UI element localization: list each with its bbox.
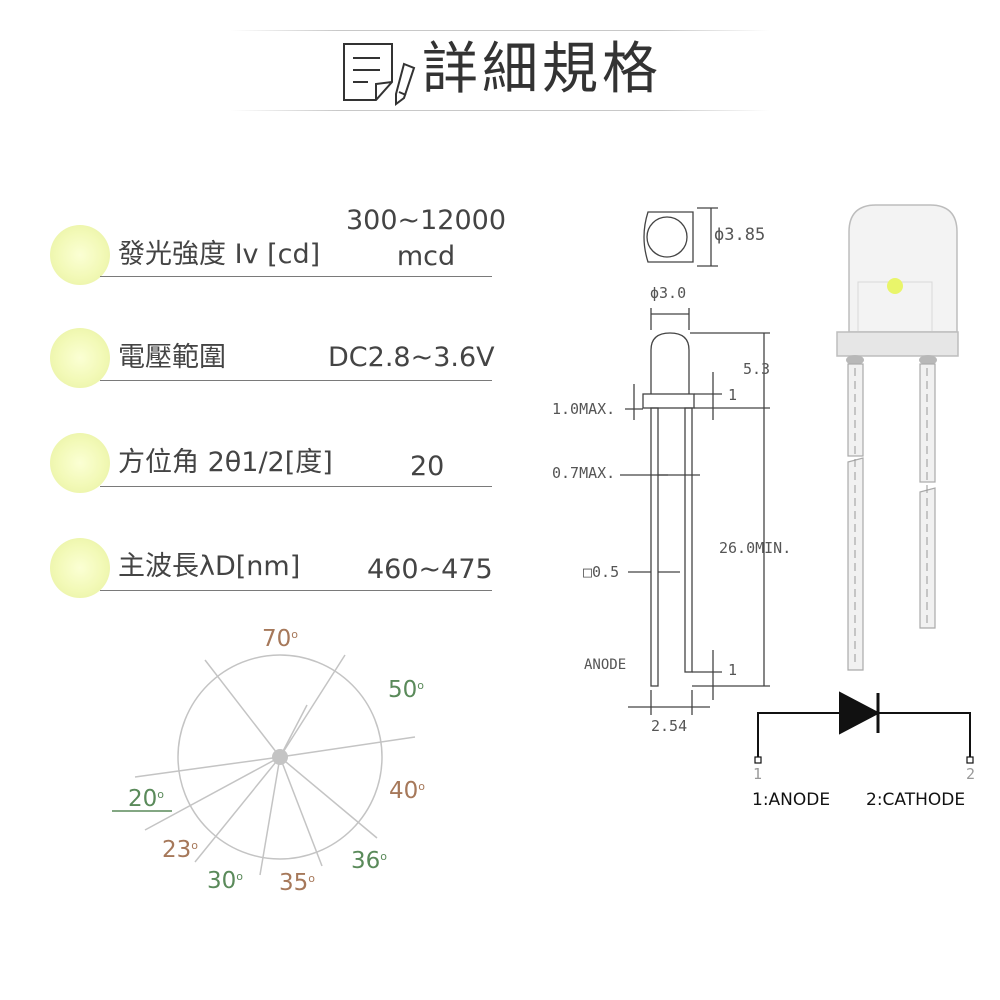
header-bottom-rule (230, 110, 770, 111)
angle-label-23: 23o (162, 837, 199, 863)
dim-lead-bend: 0.7MAX. (552, 464, 616, 482)
angle-label-50: 50o (388, 677, 425, 703)
diode-schematic (754, 691, 974, 764)
spec-bullet-dot (50, 433, 110, 493)
led-flange (642, 393, 695, 409)
spec-value-viewing-angle: 20 (410, 451, 445, 482)
spec-bullet-dot (50, 225, 110, 285)
spec-value-line2: mcd (396, 241, 456, 272)
angle-ray (259, 756, 281, 876)
viewing-angle-chart (134, 654, 416, 876)
lead-anode (650, 407, 659, 687)
angle-ray (144, 756, 281, 831)
angle-ray (279, 654, 346, 758)
top-view-body (646, 216, 688, 258)
spec-row-divider (100, 590, 492, 591)
dim-flange-max: 1.0MAX. (552, 400, 616, 418)
pin2-label: 2:CATHODE (866, 790, 966, 810)
spec-label-luminous-intensity: 發光強度 Iv [cd] (118, 239, 321, 270)
diode-triangle (839, 691, 881, 735)
spec-row-divider (100, 380, 492, 381)
dim-body-diameter: ϕ3.0 (650, 284, 687, 302)
top-view-flange (643, 211, 694, 263)
angle-ray (279, 736, 416, 758)
dim-flange-gap: 1 (728, 386, 738, 404)
spec-row-divider (100, 276, 492, 277)
angle-ray (204, 659, 281, 758)
angle-ray (194, 756, 281, 863)
led-3d-flange (836, 331, 959, 357)
angle-ray (134, 756, 281, 778)
pin1-label: 1:ANODE (752, 790, 831, 810)
spec-value-wavelength: 460~475 (367, 554, 493, 585)
angle-label-70: 70o (262, 626, 299, 652)
spec-bullet-dot (50, 328, 110, 388)
angle-label-35: 35o (279, 870, 316, 896)
angle-label-20: 20o (128, 786, 165, 812)
dim-lead-square: □0.5 (583, 563, 620, 581)
dim-outer-diameter: ϕ3.85 (714, 225, 766, 245)
lead-cathode (684, 407, 693, 673)
spec-value-voltage: DC2.8~3.6V (328, 342, 495, 373)
led-dome (650, 332, 690, 394)
angle-label-36: 36o (351, 848, 388, 874)
angle-ray (279, 704, 308, 758)
page-title: 詳細規格 (422, 37, 662, 102)
angle-ray (279, 756, 323, 867)
angle-chart-center (272, 749, 288, 765)
led-3d-view (836, 204, 959, 671)
dim-lead-length: 26.0MIN. (719, 539, 792, 557)
spec-row-divider (100, 486, 492, 487)
spec-label-voltage: 電壓範圍 (118, 342, 226, 373)
angle-ray (279, 756, 378, 839)
pin1-number: 1 (753, 765, 763, 783)
pin2-number: 2 (966, 765, 976, 783)
angle-chart-circle (177, 654, 383, 860)
spec-value-luminous-intensity: 300~12000 mcd (336, 203, 516, 275)
dim-lead-diff: 1 (728, 661, 738, 679)
led-technical-drawing (620, 207, 770, 715)
led-3d-glow (887, 278, 903, 294)
led-3d-dome (848, 204, 958, 333)
spec-value-line1: 300~12000 (345, 205, 507, 236)
angle-label-40: 40o (389, 778, 426, 804)
spec-bullet-dot (50, 538, 110, 598)
anode-label: ANODE (584, 657, 627, 673)
spec-label-viewing-angle: 方位角 2θ1/2[度] (118, 447, 333, 478)
angle-label-30: 30o (207, 868, 244, 894)
header-top-rule (230, 30, 770, 31)
dim-dome-height: 5.3 (743, 360, 771, 378)
dim-pitch: 2.54 (651, 717, 688, 735)
spec-label-wavelength: 主波長λD[nm] (118, 551, 301, 582)
